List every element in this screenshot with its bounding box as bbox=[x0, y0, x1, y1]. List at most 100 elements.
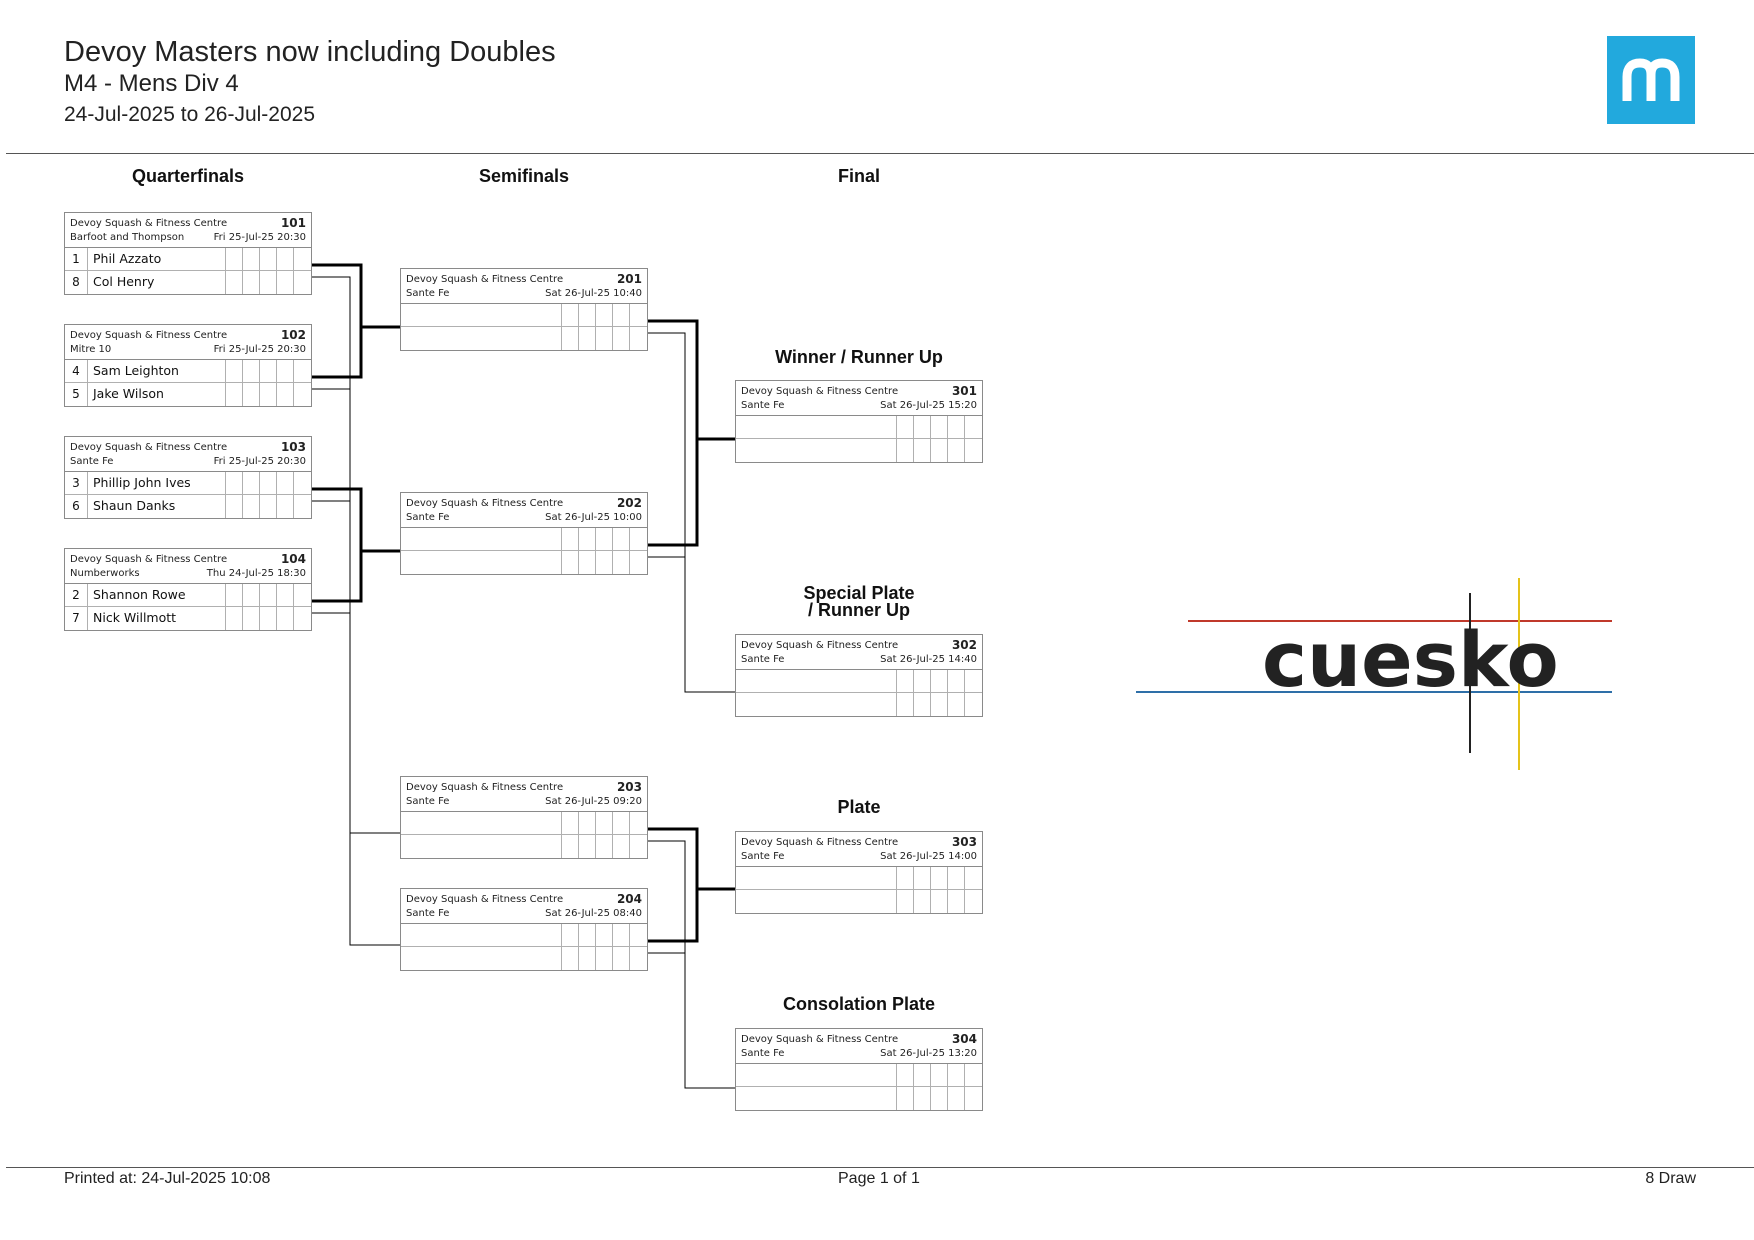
player-row-empty bbox=[401, 528, 647, 551]
score-cell bbox=[612, 304, 629, 326]
match-number: 301 bbox=[951, 384, 977, 398]
score-cell bbox=[242, 360, 259, 382]
match-201: Devoy Squash & Fitness Centre 201 Sante … bbox=[400, 268, 648, 351]
match-sponsor: Sante Fe bbox=[741, 654, 785, 665]
score-cell bbox=[276, 495, 293, 518]
match-header: Devoy Squash & Fitness Centre 204 Sante … bbox=[401, 889, 647, 924]
score-cell bbox=[595, 551, 612, 574]
player-row: 2 Shannon Rowe bbox=[65, 584, 311, 607]
score-cell bbox=[595, 528, 612, 550]
label-consolation-plate: Consolation Plate bbox=[782, 994, 935, 1014]
score-cell bbox=[293, 248, 310, 270]
score-cell bbox=[293, 472, 310, 494]
match-302: Devoy Squash & Fitness Centre 302 Sante … bbox=[735, 634, 983, 717]
match-number: 101 bbox=[280, 216, 306, 230]
player-row-empty bbox=[736, 693, 982, 716]
score-cell bbox=[276, 360, 293, 382]
match-time: Sat 26-Jul-25 13:20 bbox=[880, 1048, 977, 1059]
score-cell bbox=[629, 551, 646, 574]
score-cell bbox=[896, 1064, 913, 1086]
score-cell bbox=[913, 416, 930, 438]
match-sponsor: Sante Fe bbox=[741, 1048, 785, 1059]
page-number: Page 1 of 1 bbox=[838, 1170, 920, 1187]
score-cell bbox=[578, 551, 595, 574]
match-venue: Devoy Squash & Fitness Centre bbox=[70, 554, 228, 565]
score-cell bbox=[964, 439, 981, 462]
score-cell bbox=[964, 693, 981, 716]
score-cell bbox=[930, 1087, 947, 1110]
score-cell bbox=[578, 304, 595, 326]
score-cell bbox=[964, 1087, 981, 1110]
player-seed: 4 bbox=[65, 360, 88, 382]
score-cell bbox=[595, 924, 612, 946]
match-time: Sat 26-Jul-25 14:00 bbox=[880, 851, 977, 862]
match-sponsor: Sante Fe bbox=[70, 456, 114, 467]
score-cell bbox=[259, 360, 276, 382]
score-cell bbox=[561, 551, 578, 574]
match-time: Sat 26-Jul-25 14:40 bbox=[880, 654, 977, 665]
score-cell bbox=[612, 812, 629, 834]
match-number: 304 bbox=[951, 1032, 977, 1046]
match-venue: Devoy Squash & Fitness Centre bbox=[741, 386, 899, 397]
score-cell bbox=[578, 924, 595, 946]
match-time: Fri 25-Jul-25 20:30 bbox=[213, 456, 306, 467]
score-cell bbox=[896, 439, 913, 462]
score-cell bbox=[629, 304, 646, 326]
score-cell bbox=[225, 383, 242, 406]
player-row: 3 Phillip John Ives bbox=[65, 472, 311, 495]
score-cell bbox=[276, 248, 293, 270]
match-101: Devoy Squash & Fitness Centre 101 Barfoo… bbox=[64, 212, 312, 295]
score-cell bbox=[293, 495, 310, 518]
match-header: Devoy Squash & Fitness Centre 201 Sante … bbox=[401, 269, 647, 304]
score-cell bbox=[561, 327, 578, 350]
score-cell bbox=[913, 867, 930, 889]
match-time: Sat 26-Jul-25 15:20 bbox=[880, 400, 977, 411]
match-venue: Devoy Squash & Fitness Centre bbox=[70, 218, 228, 229]
score-cell bbox=[896, 670, 913, 692]
player-row: 6 Shaun Danks bbox=[65, 495, 311, 518]
player-row-empty bbox=[401, 835, 647, 858]
label-winner-runner-up: Winner / Runner Up bbox=[775, 347, 943, 367]
m-logo-icon bbox=[1607, 36, 1695, 124]
match-header: Devoy Squash & Fitness Centre 203 Sante … bbox=[401, 777, 647, 812]
match-header: Devoy Squash & Fitness Centre 101 Barfoo… bbox=[65, 213, 311, 248]
player-row-empty bbox=[736, 1087, 982, 1110]
score-cell bbox=[629, 835, 646, 858]
match-header: Devoy Squash & Fitness Centre 102 Mitre … bbox=[65, 325, 311, 360]
score-cell bbox=[930, 1064, 947, 1086]
match-time: Fri 25-Jul-25 20:30 bbox=[213, 344, 306, 355]
match-sponsor: Sante Fe bbox=[406, 288, 450, 299]
score-cell bbox=[242, 383, 259, 406]
match-sponsor: Numberworks bbox=[70, 568, 140, 579]
event-dates: 24-Jul-2025 to 26-Jul-2025 bbox=[64, 103, 315, 126]
score-cell bbox=[896, 416, 913, 438]
score-cell bbox=[930, 416, 947, 438]
score-cell bbox=[293, 360, 310, 382]
score-cell bbox=[578, 812, 595, 834]
match-time: Fri 25-Jul-25 20:30 bbox=[213, 232, 306, 243]
score-cell bbox=[947, 1087, 964, 1110]
score-cell bbox=[947, 693, 964, 716]
score-cell bbox=[930, 693, 947, 716]
score-cell bbox=[259, 495, 276, 518]
score-cell bbox=[293, 383, 310, 406]
player-row: 1 Phil Azzato bbox=[65, 248, 311, 271]
score-cell bbox=[612, 528, 629, 550]
score-cell bbox=[561, 528, 578, 550]
score-cell bbox=[964, 1064, 981, 1086]
printed-at: Printed at: 24-Jul-2025 10:08 bbox=[64, 1170, 271, 1187]
player-row-empty bbox=[401, 924, 647, 947]
player-name: Sam Leighton bbox=[93, 363, 179, 378]
score-cell bbox=[259, 271, 276, 294]
match-number: 303 bbox=[951, 835, 977, 849]
match-203: Devoy Squash & Fitness Centre 203 Sante … bbox=[400, 776, 648, 859]
score-cell bbox=[913, 439, 930, 462]
score-cell bbox=[578, 947, 595, 970]
player-row-empty bbox=[736, 867, 982, 890]
score-cell bbox=[612, 947, 629, 970]
score-cell bbox=[595, 947, 612, 970]
page-title: Devoy Masters now including Doubles bbox=[64, 36, 556, 68]
player-row-empty bbox=[401, 304, 647, 327]
score-cell bbox=[561, 924, 578, 946]
